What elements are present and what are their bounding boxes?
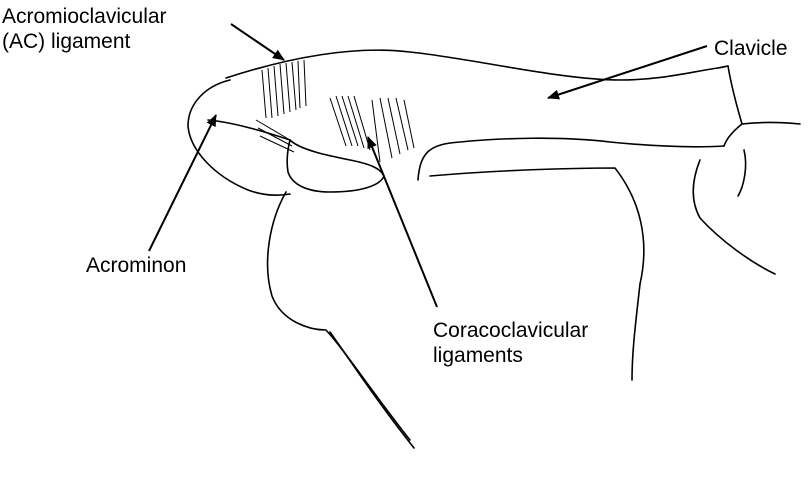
acromion-under <box>208 120 290 140</box>
clavicle-top-edge <box>226 50 728 80</box>
acromion-label: Acrominon <box>86 253 186 278</box>
scapula-lateral <box>268 192 410 440</box>
coracoclavicular-ligament-fibers <box>256 96 414 162</box>
scapula-lower <box>632 284 640 380</box>
clavicle-arrow <box>548 46 707 98</box>
ac-ligament-arrow <box>231 24 284 60</box>
coracoclavicular-label-line1: Coracoclavicular <box>433 318 588 343</box>
acromion-arrow <box>149 115 216 251</box>
clavicle-label: Clavicle <box>714 36 788 61</box>
coracoclavicular-arrow <box>368 137 437 307</box>
leader-arrows <box>149 24 707 307</box>
rib-outline <box>693 160 775 274</box>
scapula-medial <box>430 168 644 284</box>
clavicle-end <box>718 66 742 146</box>
ac-ligament-label-line1: Acromioclavicular <box>2 4 167 29</box>
ac-ligament-fibers <box>262 60 306 118</box>
rib-inner <box>738 150 746 196</box>
bone-outlines <box>188 50 800 448</box>
ac-ligament-label: Acromioclavicular (AC) ligament <box>2 4 167 54</box>
ac-ligament-label-line2: (AC) ligament <box>2 29 167 54</box>
sternum-edge <box>742 123 800 125</box>
acromion-outline <box>188 80 290 195</box>
coracoclavicular-label: Coracoclavicular ligaments <box>433 318 588 368</box>
coracoclavicular-label-line2: ligaments <box>433 343 588 368</box>
